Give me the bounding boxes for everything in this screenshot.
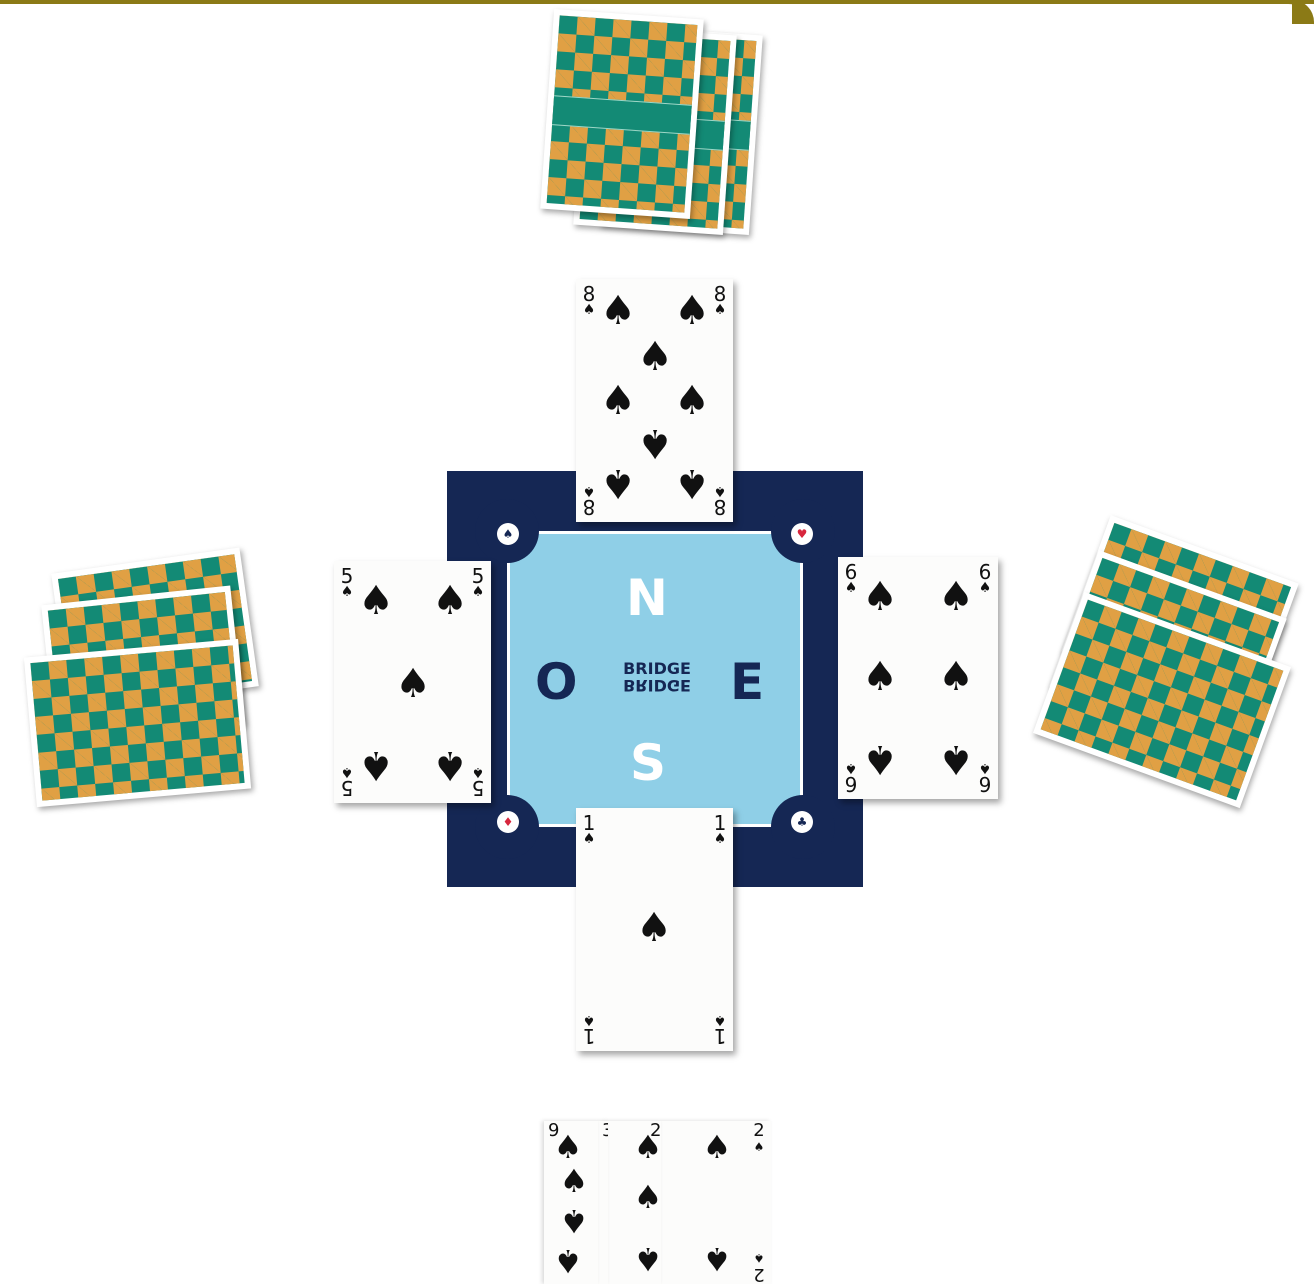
club-icon: ♣ (791, 811, 813, 833)
top-right-corner-decoration (1244, 0, 1314, 26)
hand-card[interactable]: 9 ♠ ♠ ♠ ♠ (544, 1121, 598, 1284)
compass-south: S (630, 738, 666, 788)
compass-west: O (535, 657, 578, 707)
spade-icon: ♠ (672, 463, 712, 503)
spade-icon: ♠ (936, 739, 976, 779)
spade-icon: ♠ (393, 664, 433, 704)
spade-icon: ♠ (598, 291, 638, 331)
diamond-icon: ♦ (497, 811, 519, 833)
hand-card[interactable]: ♠ 2 ♠ ♠ (606, 1121, 661, 1284)
spade-icon: ♠ (860, 577, 900, 617)
card-rank: 3 (602, 1123, 608, 1139)
top-border (0, 0, 1314, 4)
card-back (540, 9, 704, 219)
spade-icon: ♠ (697, 1127, 737, 1167)
spade-icon: ♠ (628, 1177, 661, 1217)
card-rank: 2 (650, 1123, 661, 1139)
spade-icon: ♠ (634, 908, 674, 948)
spade-icon: ♠ (430, 745, 470, 785)
heart-icon: ♥ (791, 523, 813, 545)
card-back (24, 639, 251, 807)
spade-icon: ♠ (356, 745, 396, 785)
played-card-west[interactable]: 5♠ 5♠ 5♠ 5♠ ♠ ♠ ♠ ♠ ♠ (334, 561, 491, 803)
spade-icon: ♠ (554, 1201, 594, 1241)
compass-north: N (626, 573, 668, 623)
spade-icon: ♠ (672, 381, 712, 421)
spade-icon: ♠ (672, 291, 712, 331)
spade-icon: ♠ (430, 581, 470, 621)
spade-icon: ♠ (860, 657, 900, 697)
spade-icon: ♠ (860, 739, 900, 779)
spade-icon: ♠ (598, 381, 638, 421)
spade-icon: ♠ (936, 577, 976, 617)
spade-icon: ♠ (697, 1239, 737, 1279)
spade-icon: ♠ (635, 423, 675, 463)
card-rank: 2 (753, 1264, 764, 1284)
spade-icon: ♠ (635, 337, 675, 377)
brand-logo: BRIDGE BRIDGE (612, 660, 702, 694)
played-card-south[interactable]: 1♠ 1♠ 1♠ 1♠ ♠ (576, 808, 733, 1051)
spade-icon: ♠ (554, 1161, 594, 1201)
spade-icon: ♠ (751, 1139, 767, 1155)
hand-card[interactable]: 2♠ ♠ ♠ 2♠ (661, 1121, 771, 1284)
spade-icon: ♠ (936, 657, 976, 697)
played-card-east[interactable]: 6♠ 6♠ 6♠ 6♠ ♠ ♠ ♠ ♠ ♠ ♠ (838, 557, 998, 799)
spade-icon: ♠ (628, 1239, 661, 1279)
brand-text-mirror: BRIDGE (612, 677, 702, 694)
spade-icon: ♠ (497, 523, 519, 545)
card-rank: 2 (753, 1121, 764, 1141)
compass-east: E (730, 657, 764, 707)
spade-icon: ♠ (356, 581, 396, 621)
spade-icon: ♠ (598, 463, 638, 503)
played-card-north[interactable]: 8♠ 8♠ 8♠ 8♠ ♠ ♠ ♠ ♠ ♠ ♠ ♠ ♠ (576, 279, 733, 522)
hand-card[interactable]: 3 (598, 1121, 608, 1284)
spade-icon: ♠ (548, 1241, 588, 1281)
